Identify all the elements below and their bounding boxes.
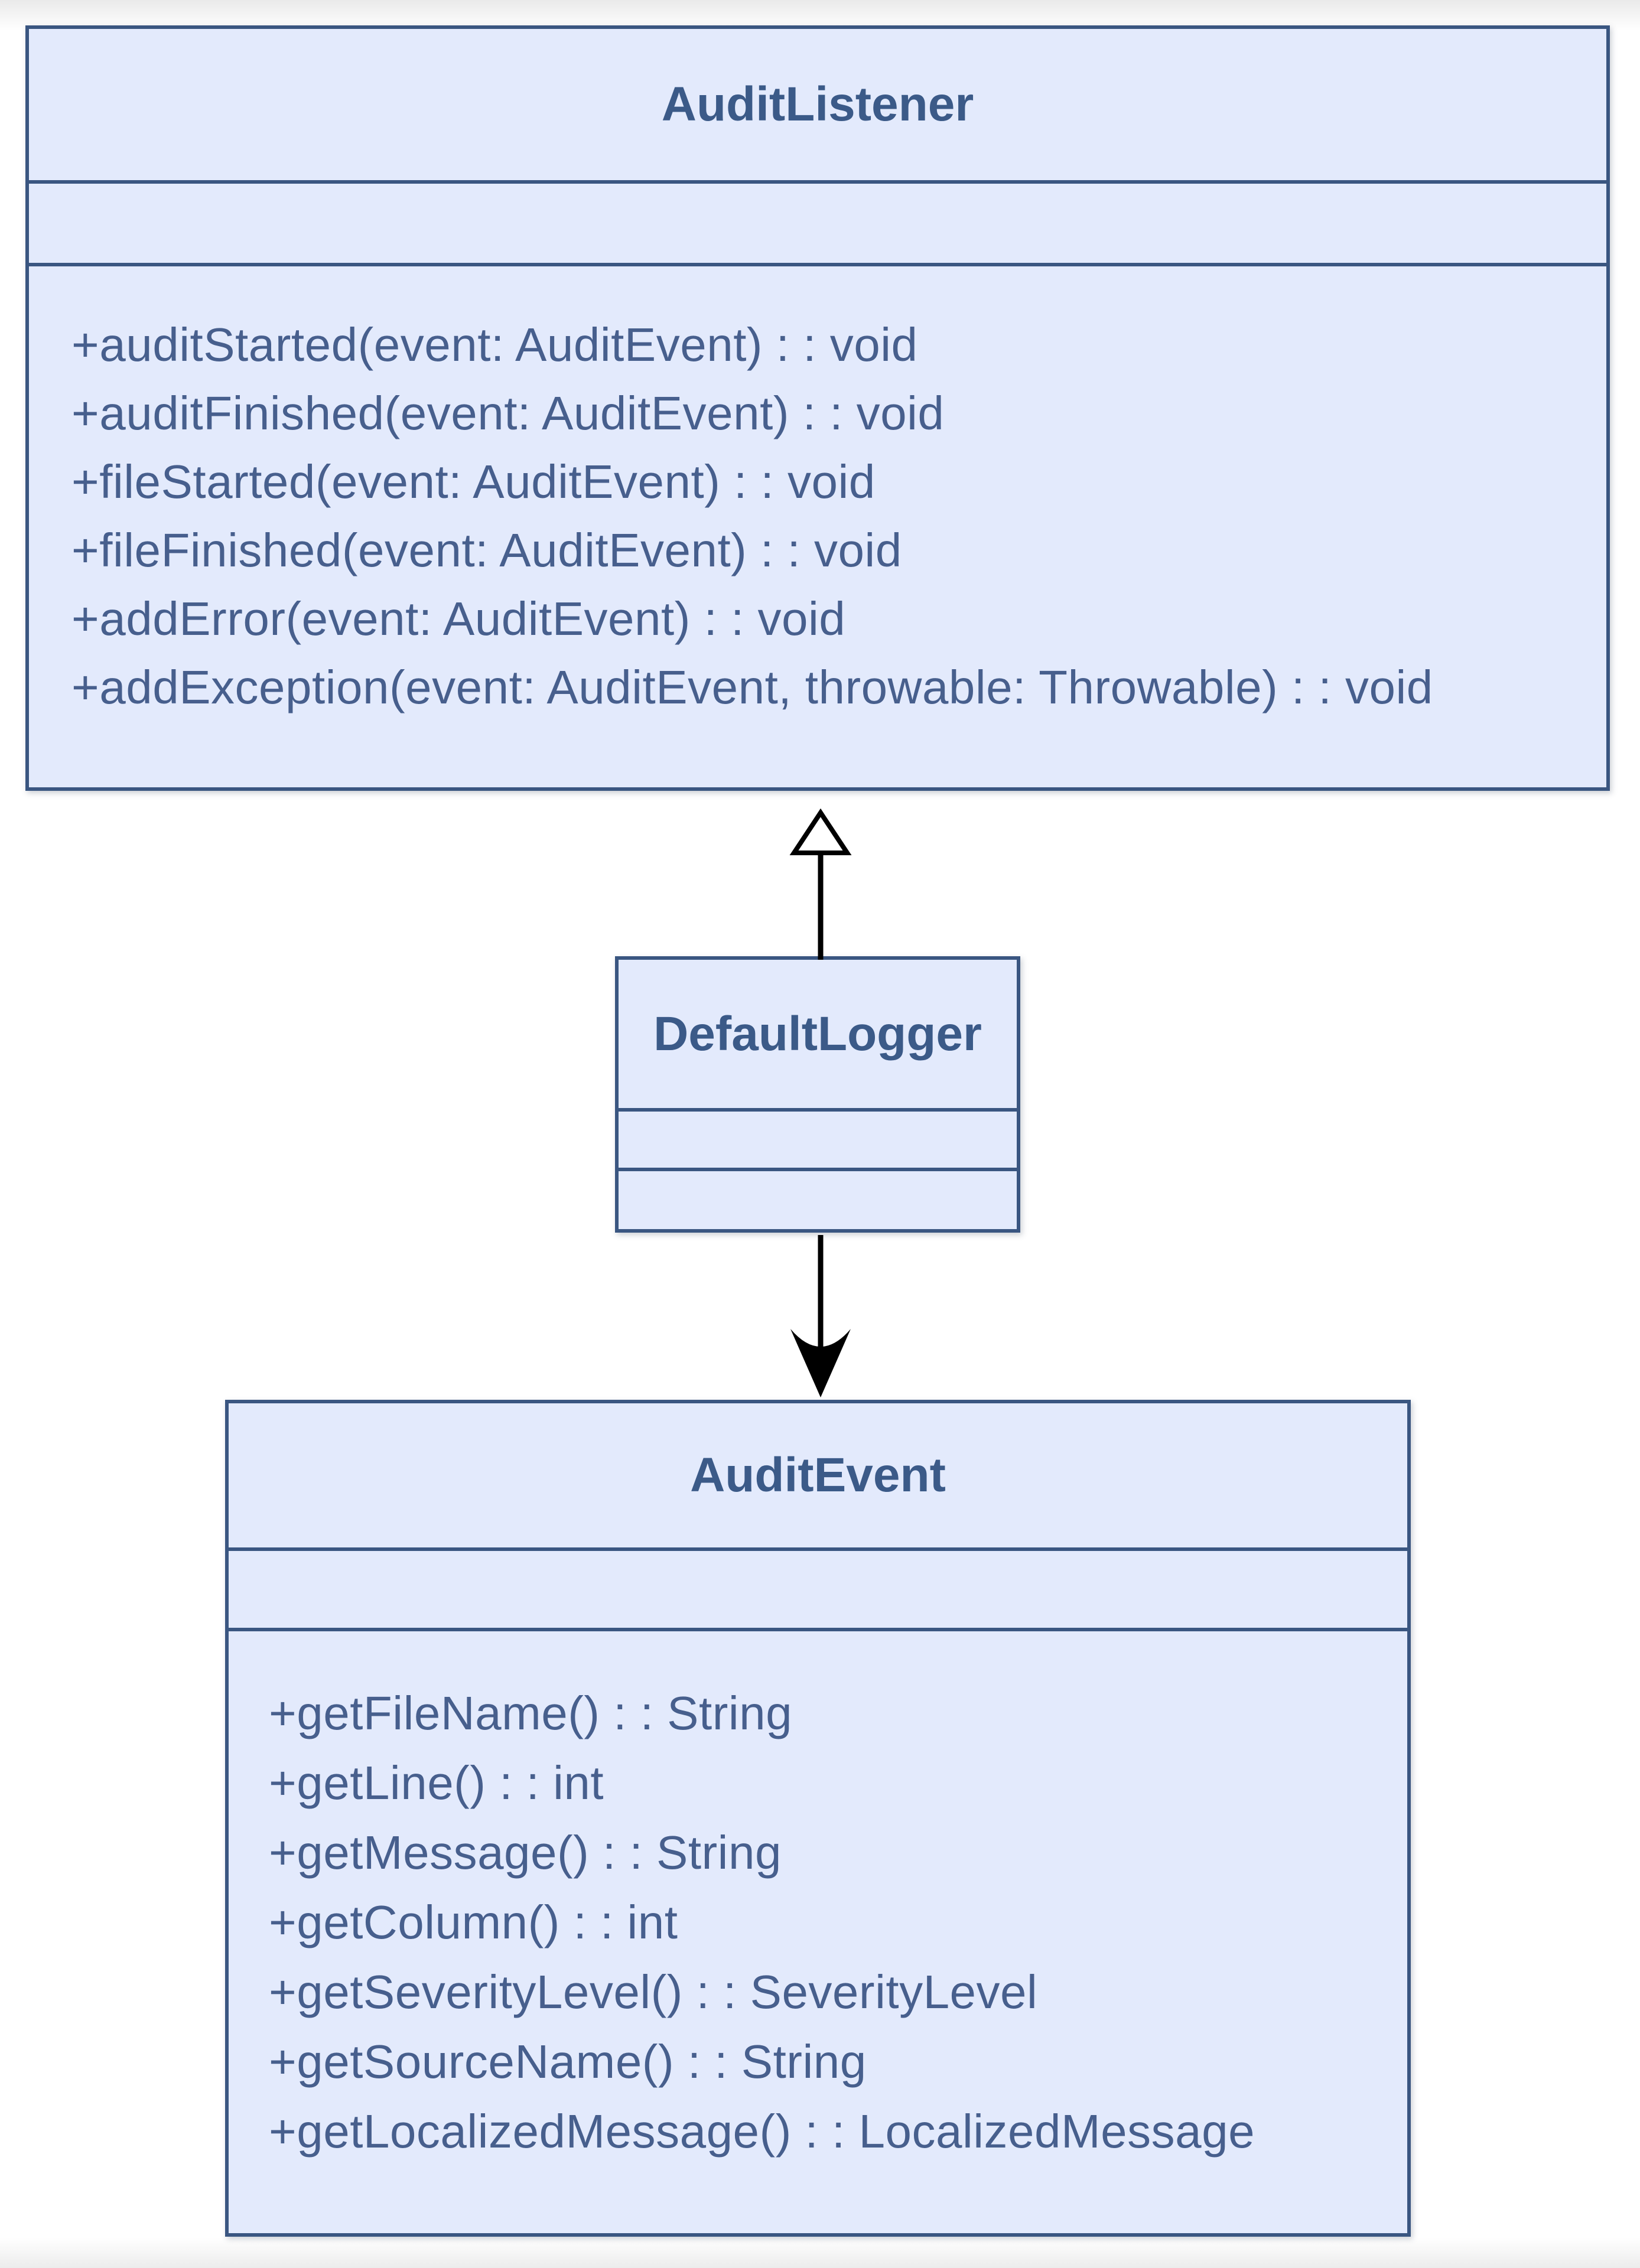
attributes-compartment-defaultlogger bbox=[619, 1108, 1017, 1168]
class-box-defaultlogger: DefaultLogger bbox=[615, 956, 1020, 1233]
attributes-compartment-auditlistener bbox=[29, 180, 1606, 263]
attributes-compartment-auditevent bbox=[229, 1547, 1407, 1628]
methods-compartment-defaultlogger bbox=[619, 1168, 1017, 1229]
hollow-triangle-arrowhead-icon bbox=[789, 808, 852, 855]
methods-compartment-auditevent: +getFileName() : : String +getLine() : :… bbox=[229, 1628, 1407, 2233]
method-item: +getColumn() : : int bbox=[269, 1896, 678, 1948]
method-item: +addError(event: AuditEvent) : : void bbox=[71, 592, 846, 645]
method-item: +getSeverityLevel() : : SeverityLevel bbox=[269, 1966, 1038, 2018]
filled-v-arrowhead-icon bbox=[790, 1329, 851, 1397]
method-item: +fileFinished(event: AuditEvent) : : voi… bbox=[71, 524, 902, 576]
method-item: +fileStarted(event: AuditEvent) : : void bbox=[71, 455, 876, 508]
class-title-auditevent: AuditEvent bbox=[690, 1448, 946, 1502]
generalization-arrow bbox=[789, 808, 852, 960]
method-item: +auditStarted(event: AuditEvent) : : voi… bbox=[71, 318, 918, 371]
method-item: +getFileName() : : String bbox=[269, 1687, 793, 1739]
method-item: +getLocalizedMessage() : : LocalizedMess… bbox=[269, 2105, 1255, 2158]
class-title-auditlistener: AuditListener bbox=[661, 77, 974, 131]
class-title-defaultlogger: DefaultLogger bbox=[653, 1006, 982, 1061]
methods-compartment-auditlistener: +auditStarted(event: AuditEvent) : : voi… bbox=[29, 263, 1606, 787]
method-item: +auditFinished(event: AuditEvent) : : vo… bbox=[71, 387, 945, 439]
method-item: +getMessage() : : String bbox=[269, 1826, 782, 1879]
method-item: +getSourceName() : : String bbox=[269, 2035, 867, 2088]
class-box-auditlistener: AuditListener +auditStarted(event: Audit… bbox=[25, 25, 1610, 791]
association-arrow bbox=[790, 1235, 851, 1397]
method-item: +getLine() : : int bbox=[269, 1757, 604, 1809]
method-item: +addException(event: AuditEvent, throwab… bbox=[71, 661, 1433, 713]
class-box-auditevent: AuditEvent +getFileName() : : String +ge… bbox=[225, 1400, 1411, 2237]
